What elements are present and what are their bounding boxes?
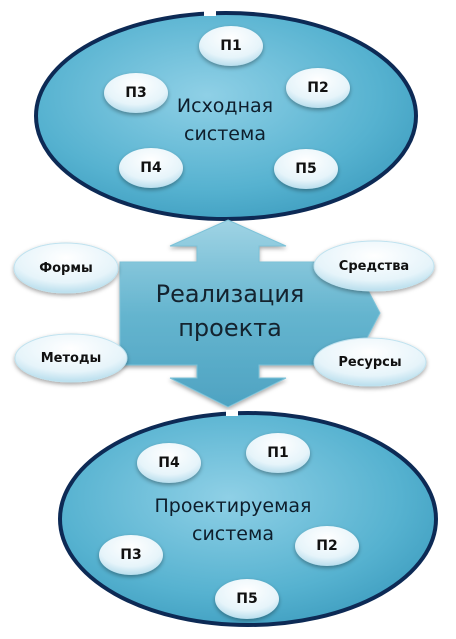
side-node-means [313,240,435,292]
top-ellipse-gap [204,10,216,16]
top-node-p1 [199,26,263,66]
top-node-p3 [104,73,168,113]
side-node-forms [13,242,119,294]
side-node-resources [313,337,427,387]
bottom-node-p4 [137,443,201,483]
bottom-node-p3 [99,535,163,575]
bottom-node-p5 [215,579,279,619]
top-node-p4 [119,148,183,188]
side-node-methods [14,333,128,383]
bottom-node-p2 [295,526,359,566]
top-node-p5 [274,149,338,189]
bottom-ellipse-gap [226,410,238,416]
top-node-p2 [286,68,350,108]
bottom-node-p1 [246,433,310,473]
